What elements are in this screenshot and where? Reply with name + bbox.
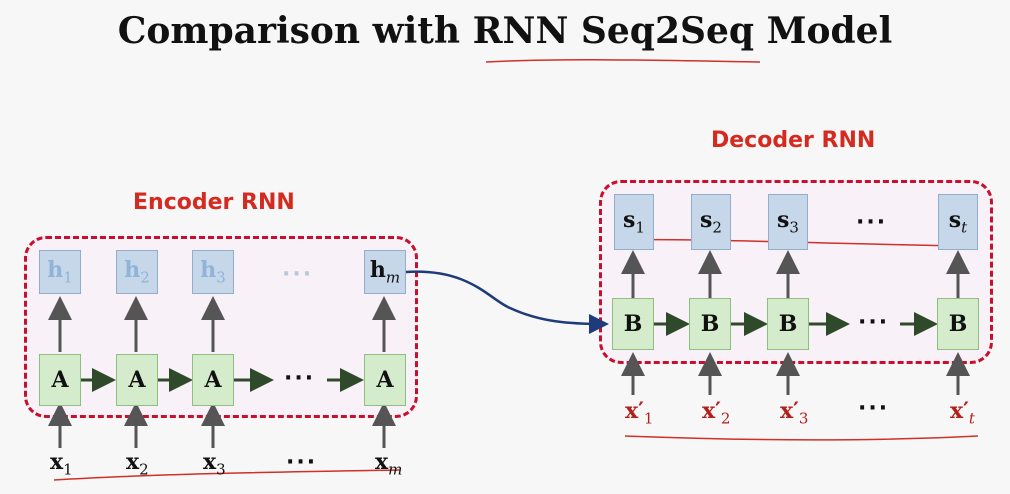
encoder-cell-m: A	[364, 354, 406, 406]
encoder-input-1: x1	[50, 449, 73, 479]
decoder-cell-t: B	[937, 298, 979, 350]
encoder-cell-3: A	[192, 354, 234, 406]
encoder-hidden-ellipsis: ···	[282, 262, 314, 287]
decoder-input-2: x′2	[702, 398, 731, 428]
encoder-hidden-state-2: h2	[116, 250, 158, 294]
encoder-inputs-underline-annotation	[53, 469, 401, 481]
decoder-input-1: x′1	[625, 398, 654, 428]
encoder-cell-1: A	[39, 354, 81, 406]
encoder-cell-2: A	[116, 354, 158, 406]
decoder-cell-3: B	[767, 298, 809, 350]
decoder-cell-1: B	[612, 298, 654, 350]
encoder-input-m: xm	[375, 449, 403, 479]
decoder-state-ellipsis: ···	[856, 210, 888, 235]
title-prefix: Comparison with	[117, 10, 473, 52]
context-connector	[405, 270, 609, 334]
title-suffix: Model	[754, 10, 893, 52]
encoder-hidden-state-1: h1	[39, 250, 81, 294]
encoder-input-2: x2	[126, 449, 149, 479]
decoder-state-t: st	[938, 194, 978, 250]
encoder-hidden-state-m: hm	[364, 250, 406, 294]
encoder-input-3: x3	[203, 449, 226, 479]
decoder-cell-2: B	[689, 298, 731, 350]
decoder-input-3: x′3	[780, 398, 809, 428]
decoder-state-1: s1	[614, 194, 654, 250]
decoder-inputs-underline-annotation	[624, 435, 979, 441]
decoder-input-t: x′t	[950, 398, 975, 428]
encoder-hidden-state-3: h3	[192, 250, 234, 294]
decoder-cell-ellipsis: ···	[858, 310, 890, 335]
encoder-cell-ellipsis: ···	[284, 366, 316, 391]
decoder-state-3: s3	[768, 194, 808, 250]
decoder-label: Decoder RNN	[711, 128, 876, 153]
encoder-input-ellipsis: ···	[286, 450, 318, 475]
decoder-state-2: s2	[691, 194, 731, 250]
decoder-input-ellipsis: ···	[858, 396, 890, 421]
slide-title: Comparison with RNN Seq2Seq Model	[0, 10, 1010, 52]
encoder-label: Encoder RNN	[133, 190, 295, 215]
title-underlined: RNN Seq2Seq	[472, 10, 755, 52]
title-underline-annotation	[485, 58, 761, 63]
